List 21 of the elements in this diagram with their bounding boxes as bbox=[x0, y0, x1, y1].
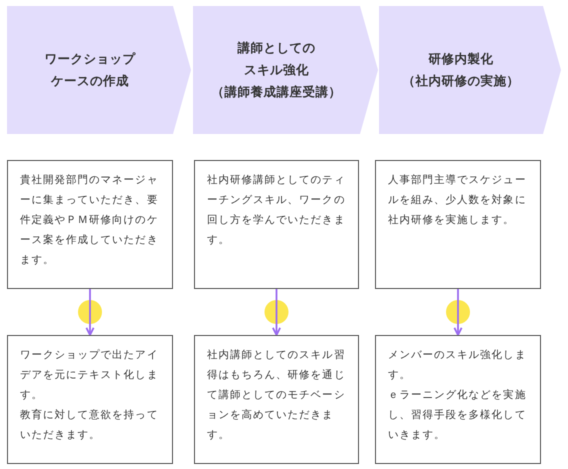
description-text: 社内研修講師としてのティーチングスキル、ワークの回し方を学んでいただきます。 bbox=[207, 173, 346, 248]
description-box bbox=[375, 335, 541, 464]
step-title: （社内研修の実施） bbox=[402, 72, 520, 90]
description-text: 人事部門主導でスケジュールを組み、少人数を対象に社内研修を実施します。 bbox=[388, 173, 528, 228]
description-text: ワークショップで出たアイデアを元にテキスト化します。 bbox=[20, 348, 160, 403]
description-box bbox=[7, 160, 173, 289]
step-title: ワークショップ bbox=[44, 50, 136, 68]
step-title: （講師養成講座受講） bbox=[210, 83, 342, 101]
step-title: 研修内製化 bbox=[427, 50, 494, 68]
step-title: 講師としての bbox=[236, 39, 316, 57]
description-box bbox=[7, 335, 173, 464]
description-text: 社内講師としてのスキル習得はもちろん、研修を通じて講師としてのモチベーションを高めていただきます。 bbox=[207, 348, 346, 443]
description-text: 貴社開発部門のマネージャーに集まっていただき、要件定義やＰＭ研修向けのケース案を作成していただきます。 bbox=[20, 173, 160, 268]
description-box bbox=[194, 335, 359, 464]
description-text: ｅラーニング化などを実施し、習得手段を多様化していきます。 bbox=[388, 388, 528, 443]
step-title: スキル強化 bbox=[243, 61, 310, 79]
step-title: ケースの作成 bbox=[50, 72, 130, 90]
description-text: メンバーのスキル強化します。 bbox=[388, 348, 528, 383]
description-box bbox=[194, 160, 359, 289]
description-text: 教育に対して意欲を持っていただきます。 bbox=[20, 408, 160, 443]
description-box bbox=[375, 160, 541, 289]
